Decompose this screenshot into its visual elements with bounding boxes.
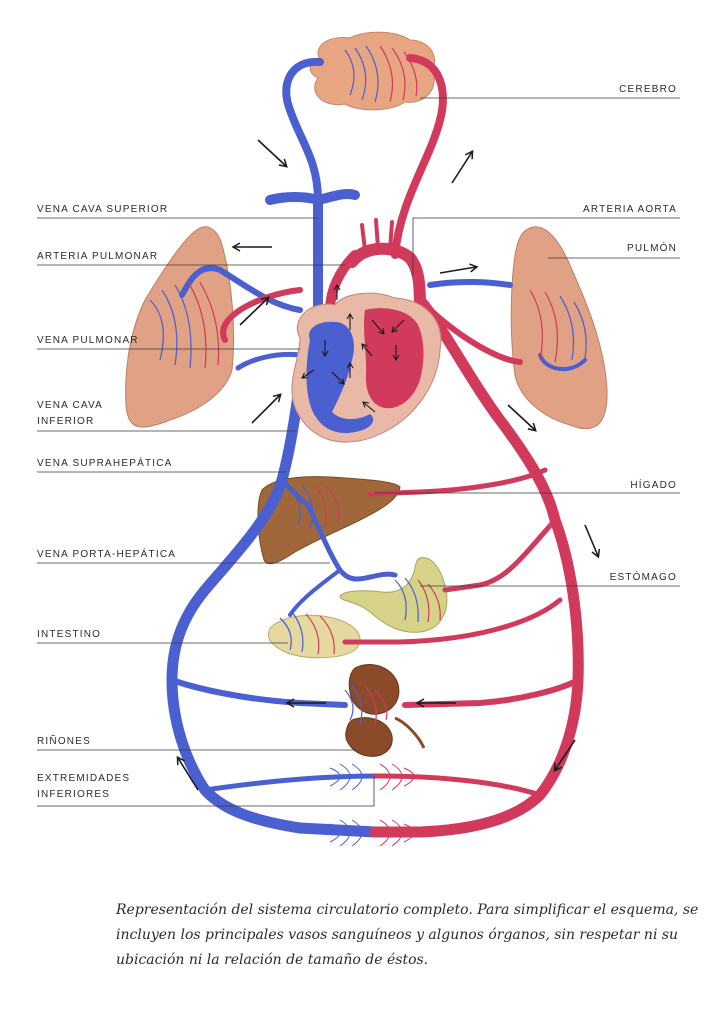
limb-capillaries xyxy=(329,763,415,847)
label-extremidades-inferiores: EXTREMIDADES INFERIORES xyxy=(37,773,375,807)
caption-line-1: Representación del sistema circulatorio … xyxy=(116,902,699,918)
label-estomago: ESTÓMAGO xyxy=(420,570,680,587)
label-rinones: RIÑONES xyxy=(37,734,356,751)
left-lung xyxy=(125,226,235,428)
brain xyxy=(309,31,435,111)
svg-text:RIÑONES: RIÑONES xyxy=(37,734,91,747)
kidneys xyxy=(345,664,426,757)
svg-text:INTESTINO: INTESTINO xyxy=(37,629,101,640)
diagram-svg: CEREBRO VENA CAVA SUPERIOR ARTERIA AORTA… xyxy=(37,31,680,847)
heart-flow-arrows xyxy=(301,283,405,413)
svg-text:PULMÓN: PULMÓN xyxy=(627,241,677,254)
arteries xyxy=(220,54,584,838)
label-vena-cava-inferior: VENA CAVA INFERIOR xyxy=(37,400,296,432)
liver-capillaries xyxy=(289,484,340,529)
svg-text:HÍGADO: HÍGADO xyxy=(630,478,677,491)
caption-line-3: ubicación ni la relación de tamaño de és… xyxy=(116,952,429,968)
svg-text:INFERIORES: INFERIORES xyxy=(37,789,110,800)
label-vena-pulmonar: VENA PULMONAR xyxy=(37,335,300,350)
svg-text:VENA CAVA: VENA CAVA xyxy=(37,400,103,411)
label-arteria-pulmonar: ARTERIA PULMONAR xyxy=(37,251,345,266)
svg-text:ARTERIA AORTA: ARTERIA AORTA xyxy=(583,204,677,215)
label-vena-cava-superior: VENA CAVA SUPERIOR xyxy=(37,204,318,219)
flow-arrows xyxy=(176,139,601,791)
label-intestino: INTESTINO xyxy=(37,629,288,644)
label-cerebro: CEREBRO xyxy=(420,84,680,99)
heart xyxy=(291,292,442,443)
stomach xyxy=(339,557,448,633)
veins xyxy=(166,57,587,838)
kidney-capillaries xyxy=(344,685,388,725)
label-vena-porta-hepatica: VENA PORTA-HEPÁTICA xyxy=(37,547,330,564)
label-higado: HÍGADO xyxy=(375,478,680,494)
svg-text:VENA CAVA SUPERIOR: VENA CAVA SUPERIOR xyxy=(37,204,168,215)
liver xyxy=(257,476,401,565)
gut-capillaries xyxy=(279,577,441,655)
svg-text:EXTREMIDADES: EXTREMIDADES xyxy=(37,773,130,784)
svg-text:VENA SUPRAHEPÁTICA: VENA SUPRAHEPÁTICA xyxy=(37,456,173,469)
svg-text:VENA PULMONAR: VENA PULMONAR xyxy=(37,335,139,346)
svg-text:VENA PORTA-HEPÁTICA: VENA PORTA-HEPÁTICA xyxy=(37,547,176,560)
svg-text:ARTERIA PULMONAR: ARTERIA PULMONAR xyxy=(37,251,158,262)
label-arteria-aorta: ARTERIA AORTA xyxy=(412,204,680,275)
figure-caption: Representación del sistema circulatorio … xyxy=(116,898,699,973)
right-lung xyxy=(510,226,608,430)
brain-capillaries xyxy=(344,45,418,103)
svg-text:INFERIOR: INFERIOR xyxy=(37,416,94,427)
svg-text:CEREBRO: CEREBRO xyxy=(619,84,677,95)
svg-text:ESTÓMAGO: ESTÓMAGO xyxy=(610,570,677,583)
label-vena-suprahepatica: VENA SUPRAHEPÁTICA xyxy=(37,456,286,473)
caption-line-2: incluyen los principales vasos sanguíneo… xyxy=(116,927,679,943)
lung-capillaries xyxy=(149,281,587,369)
intestine xyxy=(267,614,361,659)
label-pulmon: PULMÓN xyxy=(548,241,680,259)
